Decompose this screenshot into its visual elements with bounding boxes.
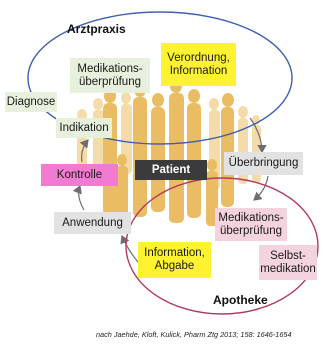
crowd-silhouettes [77,79,261,226]
cycle-arrows [72,117,269,263]
verordnung-information-box: Verordnung, Information [161,43,236,86]
medikationsueberpruefung-arzt-box: Medikations- überprüfung [70,58,150,93]
diagnose-box: Diagnose [5,92,57,112]
ueberbringung-box: Überbringung [224,152,303,175]
kontrolle-box: Kontrolle [41,164,118,186]
arztpraxis-ring [27,11,293,145]
medikationsueberpruefung-apotheke-box: Medikations- überprüfung [215,208,287,241]
information-abgabe-box: Information, Abgabe [138,242,211,278]
patient-box: Patient [135,160,207,180]
apotheke-ring [125,177,319,315]
selbstmedikation-box: Selbst- medikation [259,245,317,280]
anwendung-box: Anwendung [54,212,131,234]
arztpraxis-label: Arztpraxis [67,22,126,36]
apotheke-label: Apotheke [213,293,268,307]
indikation-box: Indikation [56,118,112,138]
citation-text: nach Jaehde, Kloft, Kulick, Pharm Ztg 20… [96,330,292,339]
